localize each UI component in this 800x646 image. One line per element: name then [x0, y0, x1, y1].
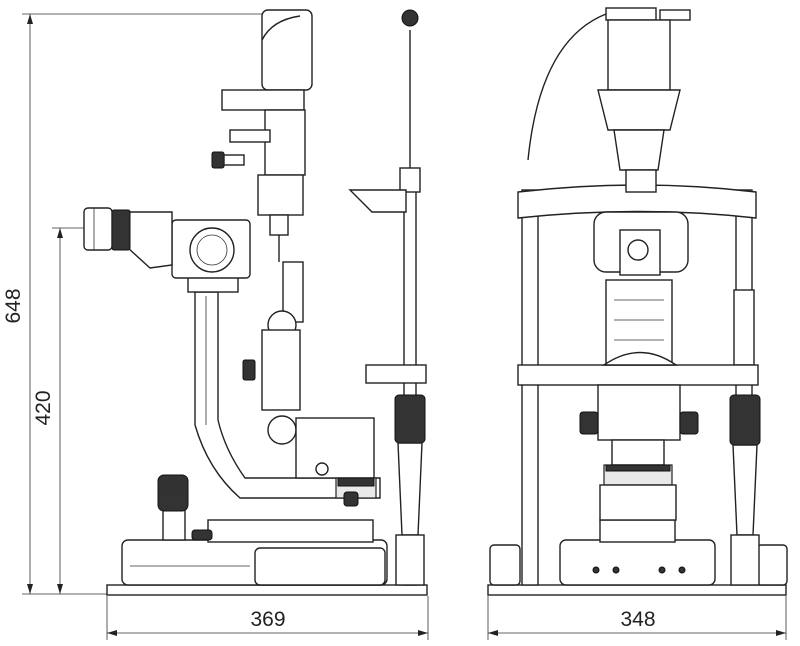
- front-view: [487, 7, 788, 596]
- dimension-label-depth: 369: [250, 608, 285, 631]
- dimension-label-width: 348: [620, 608, 655, 631]
- side-gear: [337, 477, 375, 487]
- side-view: [83, 9, 428, 596]
- dimension-label-overall-height: 648: [2, 288, 25, 323]
- dimension-lines: [22, 13, 787, 640]
- dimension-label-eyepiece-height: 420: [32, 390, 55, 425]
